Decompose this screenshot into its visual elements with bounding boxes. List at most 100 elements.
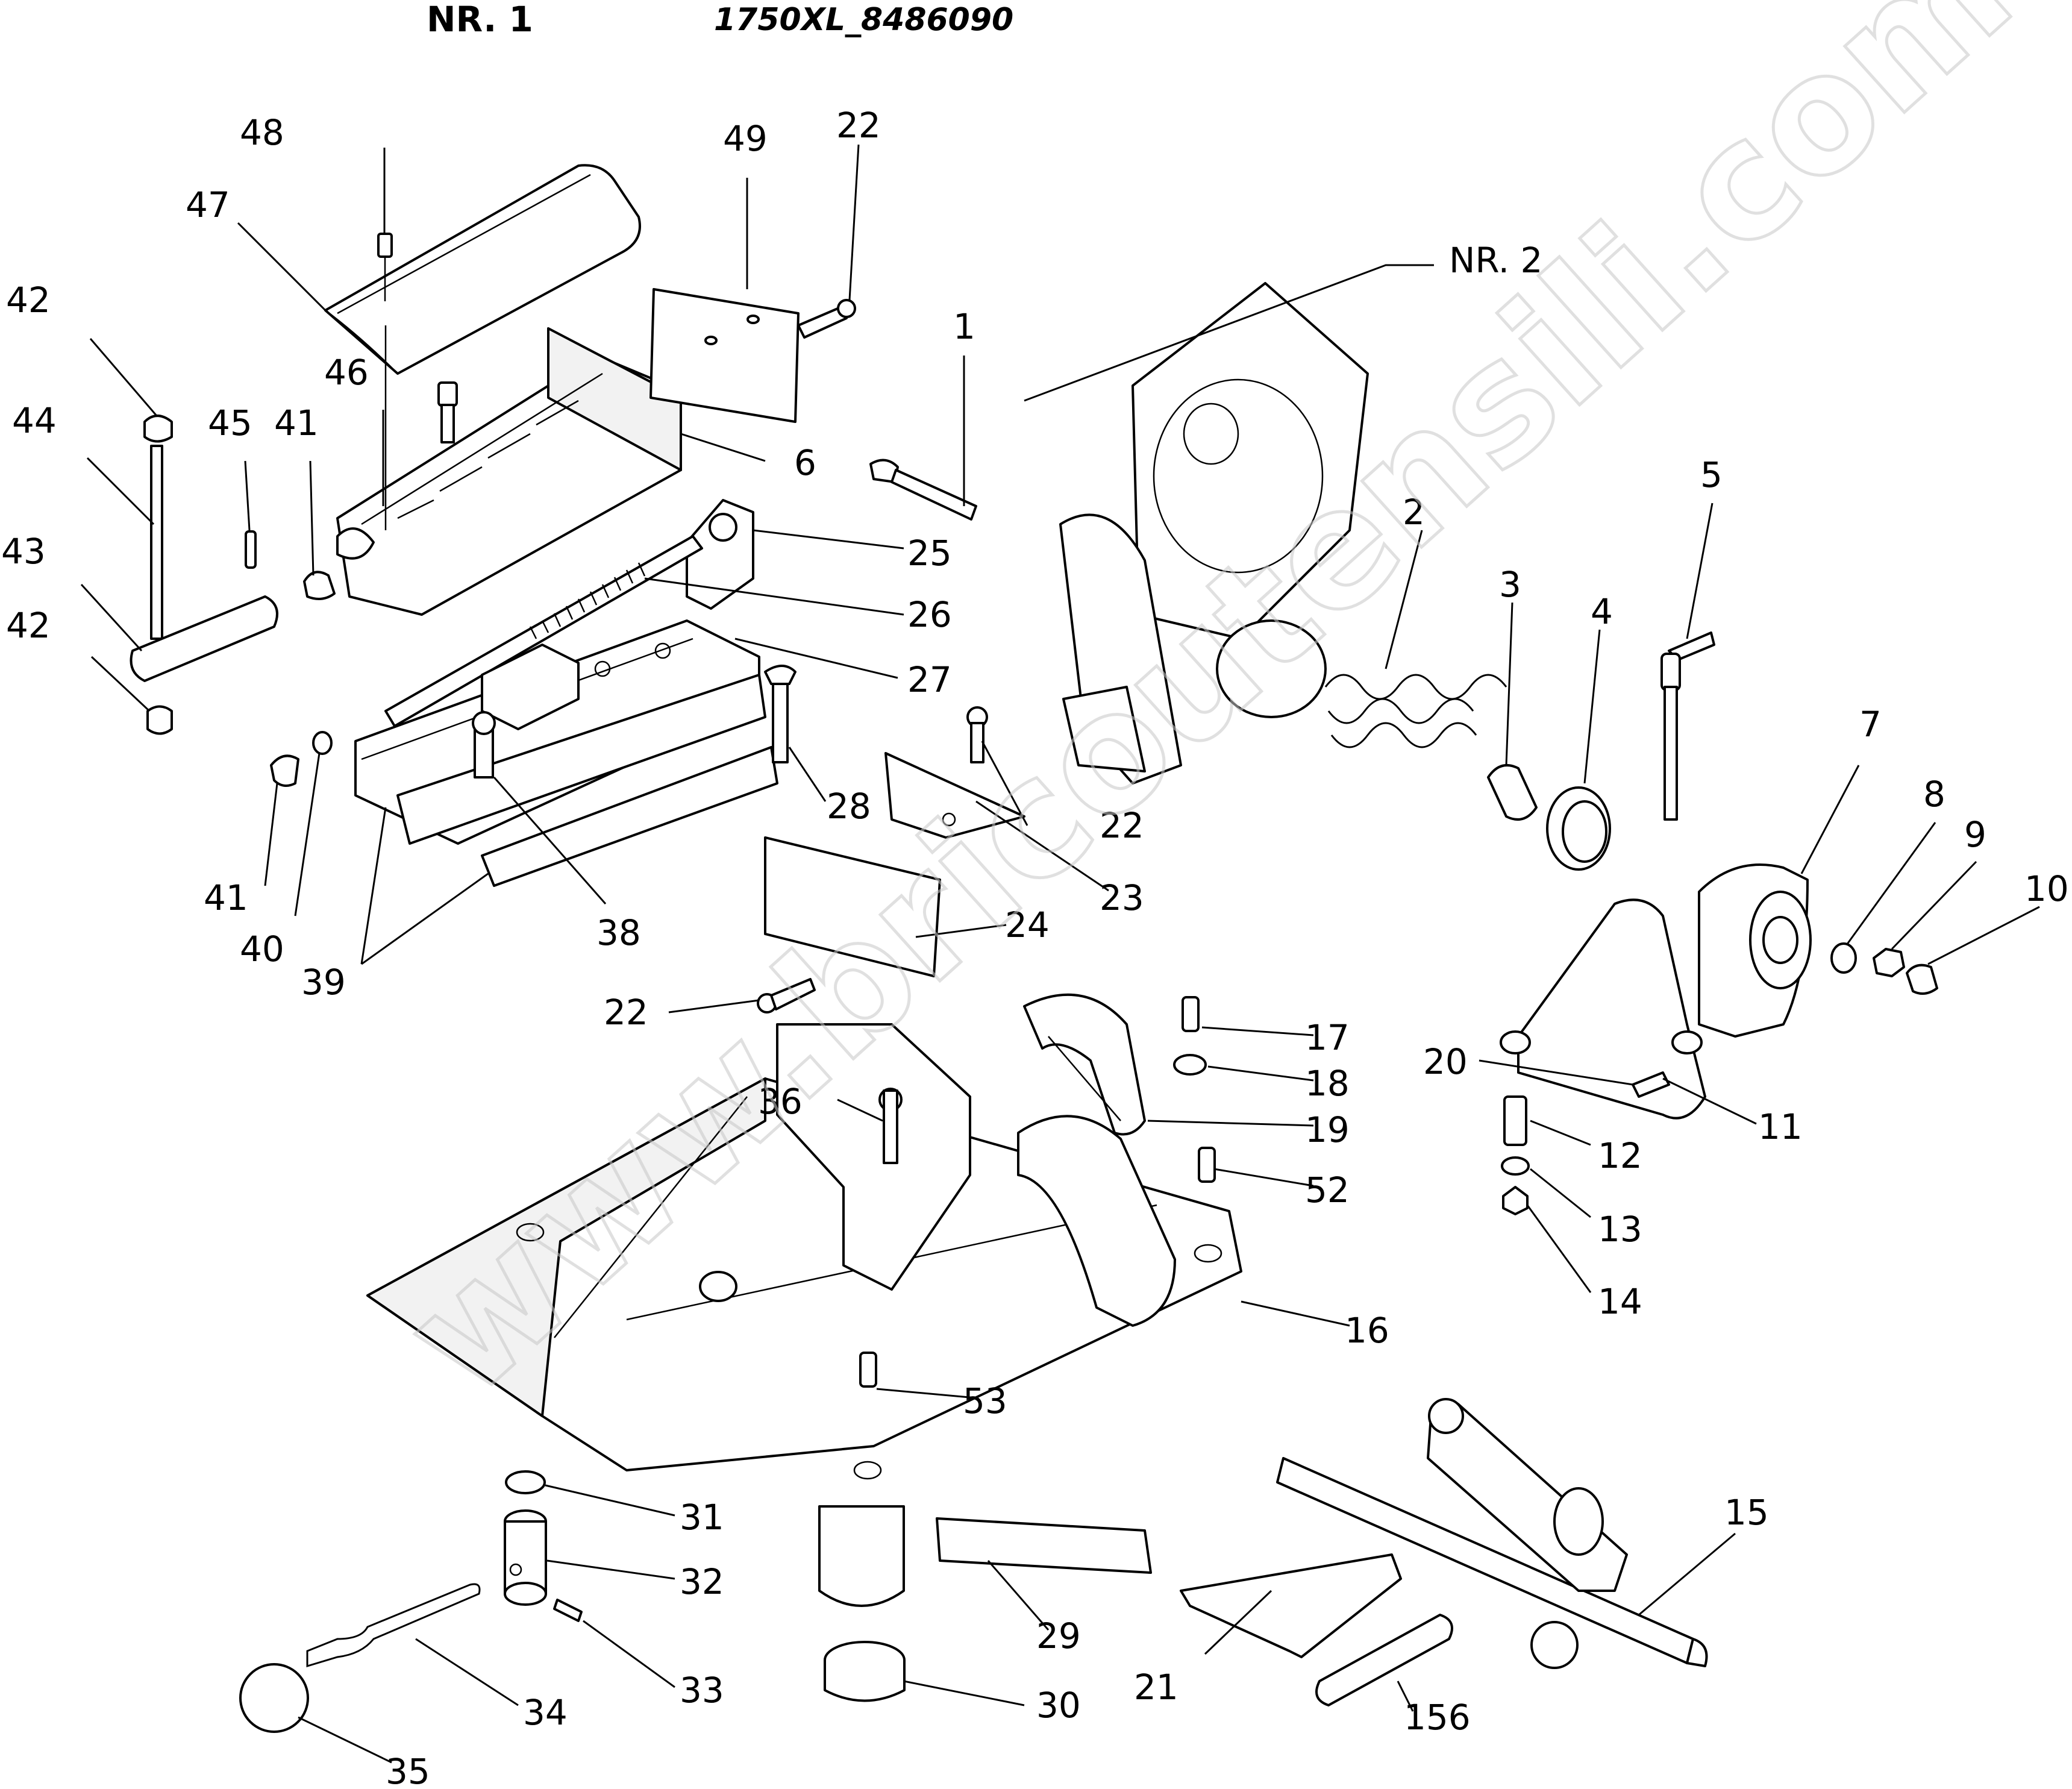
callout-30: 30 (1036, 1685, 1081, 1726)
washer-40 (312, 731, 333, 755)
callout-21: 21 (1134, 1667, 1178, 1708)
callout-33: 33 (680, 1670, 724, 1711)
bushing-41-top (303, 571, 336, 600)
parts-drawing (130, 164, 1938, 1733)
callout-49: 49 (723, 118, 768, 159)
callout-20: 20 (1423, 1041, 1468, 1082)
washer-13 (1501, 1156, 1530, 1176)
callout-10: 10 (2024, 868, 2069, 909)
callout-44: 44 (12, 400, 57, 441)
screw-53 (859, 1352, 877, 1388)
plate-23 (884, 752, 1025, 839)
callout-22: 22 (1100, 805, 1144, 846)
callout-40: 40 (240, 929, 284, 970)
pin-33 (553, 1599, 583, 1622)
assembly-ref-nr2: NR. 2 (1449, 240, 1542, 281)
callout-42: 42 (6, 605, 51, 646)
callout-12: 12 (1598, 1135, 1642, 1176)
callout-28: 28 (827, 786, 871, 827)
callout-2: 2 (1403, 492, 1425, 533)
plate-24 (764, 836, 941, 977)
rod-44 (130, 415, 278, 735)
callout-16: 16 (1345, 1310, 1389, 1351)
screw-22-top (797, 299, 856, 339)
callout-6: 6 (794, 442, 816, 483)
rails-39 (396, 674, 778, 887)
screw-17 (1182, 996, 1200, 1032)
pin-45 (245, 530, 257, 569)
washer-8 (1830, 942, 1857, 974)
callout-23: 23 (1100, 877, 1144, 918)
handle-15 (1276, 1398, 1708, 1669)
block-36 (776, 1023, 971, 1291)
callout-13: 13 (1598, 1209, 1642, 1250)
arm-11 (1500, 898, 1706, 1120)
callout-41: 41 (274, 403, 319, 443)
callout-32: 32 (680, 1561, 724, 1602)
callout-39: 39 (301, 962, 346, 1003)
foot-30 (824, 1641, 906, 1702)
bracket-25 (686, 499, 754, 610)
callout-38: 38 (596, 912, 641, 953)
callout-14: 14 (1598, 1281, 1642, 1322)
callout-53: 53 (963, 1380, 1007, 1421)
nut-14 (1502, 1186, 1529, 1215)
bushing-41-bottom (270, 754, 299, 787)
pivot-7 (1698, 863, 1812, 1038)
callout-11: 11 (1758, 1106, 1803, 1147)
callout-45: 45 (208, 403, 252, 443)
callout-7: 7 (1859, 704, 1882, 745)
callout-29: 29 (1036, 1615, 1081, 1656)
cover-47 (324, 164, 641, 375)
callout-labels: 48 47 42 44 45 41 4 3 42 46 49 22 6 2 5 26… (1, 105, 2069, 1789)
callout-5: 5 (1700, 454, 1723, 495)
callout-18: 18 (1305, 1063, 1350, 1104)
spring-2 (1324, 674, 1507, 748)
callout-48: 48 (240, 112, 284, 153)
spindle-26 (384, 535, 703, 727)
callout-4: 4 (1591, 591, 1613, 632)
callout-46: 46 (324, 352, 369, 393)
callout-27: 27 (907, 659, 952, 700)
bracket-21 (1180, 1553, 1402, 1658)
knob-35 (239, 1663, 309, 1733)
callout-22: 22 (604, 992, 648, 1033)
handle-rod-34 (306, 1583, 481, 1668)
screw-20 (1632, 1071, 1670, 1098)
washer-31 (505, 1470, 546, 1494)
callout-3: 3 (1499, 564, 1521, 605)
motor-housing-nr2 (1059, 282, 1369, 785)
callout-15: 15 (1724, 1492, 1769, 1533)
washer-18 (1173, 1054, 1207, 1076)
screw-22-left (757, 978, 816, 1014)
sheet-number: NR. 1 (427, 0, 533, 40)
sleeve-3 (1487, 764, 1538, 821)
bolt-1 (869, 459, 977, 521)
callout-52: 52 (1305, 1170, 1350, 1211)
nut-10 (1906, 963, 1938, 995)
callout-8: 8 (1923, 774, 1945, 815)
screw-22-right (966, 706, 988, 763)
callout-26: 26 (907, 594, 952, 635)
callout-156: 156 (1404, 1697, 1471, 1738)
callout-31: 31 (680, 1497, 724, 1538)
callout-42: 42 (6, 280, 51, 321)
callout-17: 17 (1305, 1017, 1350, 1058)
model-code: 1750XL_8486090 (714, 2, 1013, 38)
spacer-12 (1503, 1095, 1527, 1146)
callout-19: 19 (1305, 1109, 1350, 1150)
callout-47: 47 (186, 184, 230, 225)
screw-48 (377, 233, 393, 258)
callout-22: 22 (836, 105, 881, 146)
callout-24: 24 (1005, 904, 1050, 945)
callout-9: 9 (1964, 814, 1986, 855)
nut-9 (1873, 948, 1905, 977)
screw-46 (437, 381, 458, 407)
scale-19 (1017, 993, 1176, 1327)
vise-jaw-6 (336, 325, 682, 616)
leader-lines (80, 144, 2040, 1764)
callout-1: 1 (953, 306, 975, 347)
sleeve-32 (504, 1509, 547, 1606)
plate-29 (936, 1517, 1152, 1574)
